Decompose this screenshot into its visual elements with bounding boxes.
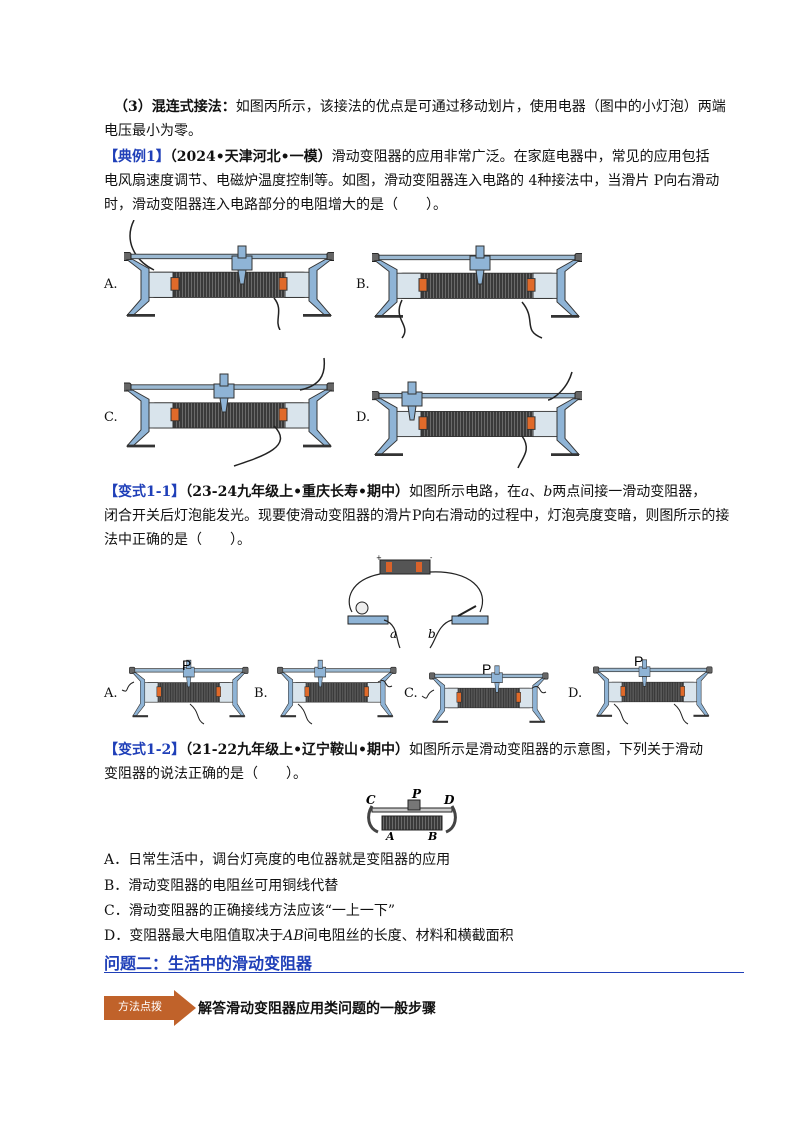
circuit-label-b: b	[428, 627, 436, 641]
rheostat-figure-d	[372, 371, 582, 469]
schematic-label-d: D	[443, 793, 455, 807]
example1-text1: 滑动变阻器的应用非常广泛。在家庭电器中，常见的应用包括	[331, 149, 710, 165]
schematic-label-p: P	[411, 787, 422, 801]
variant12-choice-d-part1: D．变阻器最大电阻值取决于	[104, 928, 284, 944]
rheostat-schematic: C P D A B	[366, 787, 457, 842]
variant11-point-b: b	[543, 484, 553, 500]
example1-option-c-label: C.	[104, 410, 118, 425]
rheostat-figure-a	[124, 220, 334, 330]
variant11-tag: 【变式1-1】	[104, 484, 186, 500]
schematic-label-b: B	[427, 830, 437, 842]
variant11-line1: 【变式1-1】（23-24九年级上•重庆长寿•期中）如图所示电路，在a、b两点间…	[104, 482, 706, 502]
variant12-choice-d: D．变阻器最大电阻值取决于AB间电阻丝的长度、材料和横截面积	[104, 926, 514, 946]
rheostat-small-b	[276, 659, 398, 725]
rheostat-figure-b	[372, 245, 582, 339]
schematic-label-a: A	[385, 830, 395, 842]
variant12-choice-d-ab: AB	[283, 928, 304, 944]
example1-line1: 【典例1】（2024•天津河北•一模）滑动变阻器的应用非常广泛。在家庭电器中，常…	[104, 147, 710, 167]
variant12-tag: 【变式1-2】	[104, 742, 186, 758]
variant11-option-c-label: C.	[404, 686, 418, 701]
para-3-line1: （3）混连式接法：如图丙所示，该接法的优点是可通过移动划片，使用电器（图中的小灯…	[114, 97, 726, 117]
example1-option-b-label: B.	[356, 277, 370, 292]
circuit-label-a: a	[390, 627, 397, 641]
variant12-line2: 变阻器的说法正确的是（ ）。	[104, 766, 307, 782]
svg-text:+: +	[376, 554, 382, 562]
variant11-text1b: 两点间接一滑动变阻器，	[552, 484, 707, 500]
example1-option-a-label: A.	[104, 277, 118, 292]
example1-line2: 电风扇速度调节、电磁炉温度控制等。如图，滑动变阻器连入电路的 4种接法中，当滑片…	[104, 173, 720, 189]
method-title: 解答滑动变阻器应用类问题的一般步骤	[198, 1001, 436, 1017]
rheostat-figure-c	[124, 357, 334, 467]
variant12-choice-a: A．日常生活中，调台灯亮度的电位器就是变阻器的应用	[104, 852, 451, 868]
variant11-source: （23-24九年级上•重庆长寿•期中）	[185, 484, 409, 500]
variant11-text1a: 如图所示电路，在	[408, 484, 521, 500]
variant11-point-a: a	[520, 484, 530, 500]
rheostat-small-a: P	[121, 657, 250, 725]
variant12-source: （21-22九年级上•辽宁鞍山•期中）	[185, 742, 409, 758]
example1-line3: 时，滑动变阻器连入电路部分的电阻增大的是（ ）。	[104, 197, 447, 213]
example1-source: （2024•天津河北•一模）	[169, 149, 332, 165]
svg-text:-: -	[430, 554, 433, 562]
slider-p-label-a: P	[182, 657, 191, 673]
section-divider	[104, 972, 744, 973]
schematic-label-c: C	[366, 793, 376, 807]
variant11-sep: 、	[529, 484, 544, 500]
section-title: 问题二：生活中的滑动变阻器	[104, 954, 313, 973]
rheostat-small-c: P	[421, 661, 550, 723]
variant11-line2: 闭合开关后灯泡能发光。现要使滑动变阻器的滑片P向右滑动的过程中，灯泡亮度变暗，则…	[104, 508, 730, 524]
variant11-option-a-label: A.	[104, 686, 118, 701]
slider-p-label-c: P	[482, 661, 491, 677]
variant12-line1: 【变式1-2】（21-22九年级上•辽宁鞍山•期中）如图所示是滑动变阻器的示意图…	[104, 740, 703, 760]
example1-tag: 【典例1】	[104, 149, 170, 165]
variant12-choice-b: B．滑动变阻器的电阻丝可用铜线代替	[104, 878, 339, 894]
method-badge-label: 方法点拨	[118, 1000, 162, 1013]
rheostat-small-d: P	[592, 653, 714, 725]
variant11-line3: 法中正确的是（ ）。	[104, 532, 251, 548]
variant11-option-b-label: B.	[254, 686, 268, 701]
variant12-choice-d-part2: 间电阻丝的长度、材料和横截面积	[303, 928, 514, 944]
para-3-text: 如图丙所示，该接法的优点是可通过移动划片，使用电器（图中的小灯泡）两端	[235, 99, 726, 115]
circuit-figure: + - a b	[347, 554, 489, 649]
slider-p-label-d: P	[634, 653, 643, 669]
example1-option-d-label: D.	[356, 410, 371, 425]
para-3-line2: 电压最小为零。	[104, 123, 202, 139]
method-arrow-badge	[104, 990, 196, 1026]
variant11-option-d-label: D.	[568, 686, 583, 701]
para-3-label: （3）混连式接法：	[114, 99, 236, 115]
variant12-text1: 如图所示是滑动变阻器的示意图，下列关于滑动	[408, 742, 703, 758]
variant12-choice-c: C．滑动变阻器的正确接线方法应该“一上一下”	[104, 903, 396, 919]
